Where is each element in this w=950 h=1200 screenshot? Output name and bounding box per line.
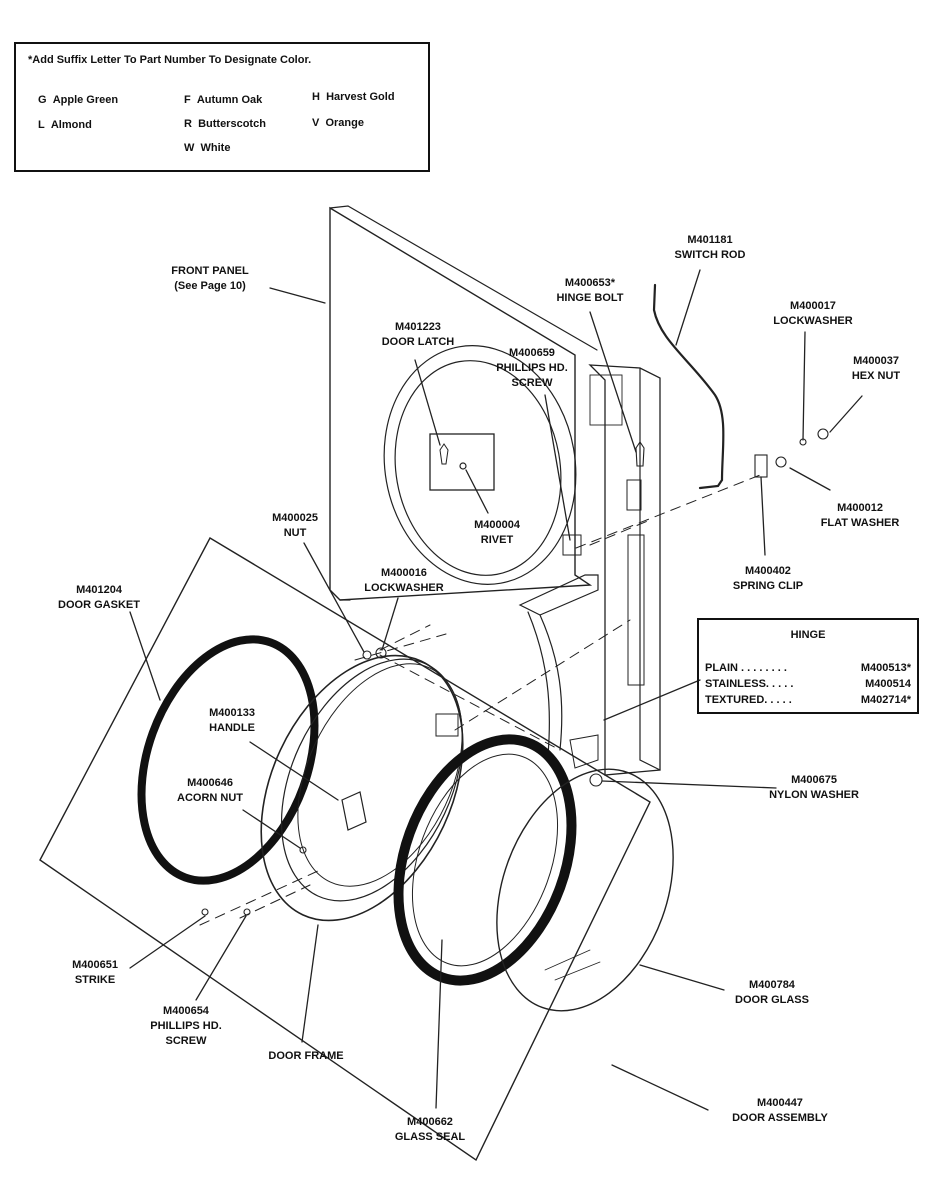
door-frame-drawing — [260, 654, 464, 922]
label-front-panel: FRONT PANEL(See Page 10) — [171, 265, 249, 292]
color-legend-item: W White — [184, 142, 230, 154]
color-code: H — [312, 91, 320, 103]
hinge-finish: STAINLESS. . . . . — [705, 678, 794, 690]
hinge-part-number: M402714* — [860, 694, 911, 706]
color-name: Harvest Gold — [326, 91, 395, 103]
color-name: Apple Green — [52, 94, 119, 106]
color-legend-item: G Apple Green — [38, 94, 118, 106]
color-name: Orange — [325, 117, 364, 129]
color-code: R — [184, 118, 192, 130]
color-legend-title: *Add Suffix Letter To Part Number To Des… — [28, 54, 312, 66]
color-legend-item: V Orange — [312, 117, 364, 129]
hinge-table: HINGE PLAIN . . . . . . . . M400513* STAI… — [697, 618, 919, 714]
label-hinge-bolt: M400653*HINGE BOLT — [556, 277, 624, 304]
color-legend-item: R Butterscotch — [184, 118, 266, 130]
color-code: V — [312, 117, 320, 129]
label-door-frame: DOOR FRAME — [268, 1050, 344, 1062]
color-name: Butterscotch — [198, 118, 266, 130]
color-code: W — [184, 142, 195, 154]
glass-seal-drawing — [393, 734, 577, 986]
hinge-arm-drawing — [518, 574, 599, 769]
door-assembly-outline — [39, 537, 651, 1162]
color-legend: *Add Suffix Letter To Part Number To Des… — [14, 42, 430, 172]
color-code: L — [38, 119, 45, 131]
door-gasket-drawing — [137, 635, 319, 885]
hinge-part-number: M400513* — [860, 662, 911, 674]
color-legend-item: F Autumn Oak — [184, 94, 262, 106]
color-legend-item: L Almond — [38, 119, 92, 131]
color-name: Almond — [50, 119, 92, 131]
hinge-finish: TEXTURED. . . . . — [705, 694, 792, 706]
hinge-plate-drawing — [588, 364, 661, 776]
color-code: F — [184, 94, 191, 106]
hinge-row: PLAIN . . . . . . . . M400513* — [705, 662, 913, 674]
assembly-dash-lines — [199, 474, 761, 926]
hinge-row: STAINLESS. . . . . M400514 — [705, 678, 913, 690]
hinge-row: TEXTURED. . . . . M402714* — [705, 694, 913, 706]
hinge-finish: PLAIN . . . . . . . . — [705, 662, 787, 674]
hinge-part-number: M400514 — [865, 678, 911, 690]
leader-lines — [129, 269, 863, 1111]
switch-rod-drawing — [652, 283, 725, 490]
front-panel-drawing — [329, 205, 598, 601]
color-name: White — [200, 142, 231, 154]
hinge-table-title: HINGE — [790, 629, 826, 641]
color-code: G — [38, 94, 47, 106]
color-legend-item: H Harvest Gold — [312, 91, 395, 103]
door-glass-drawing — [496, 768, 674, 1012]
color-name: Autumn Oak — [196, 94, 263, 106]
